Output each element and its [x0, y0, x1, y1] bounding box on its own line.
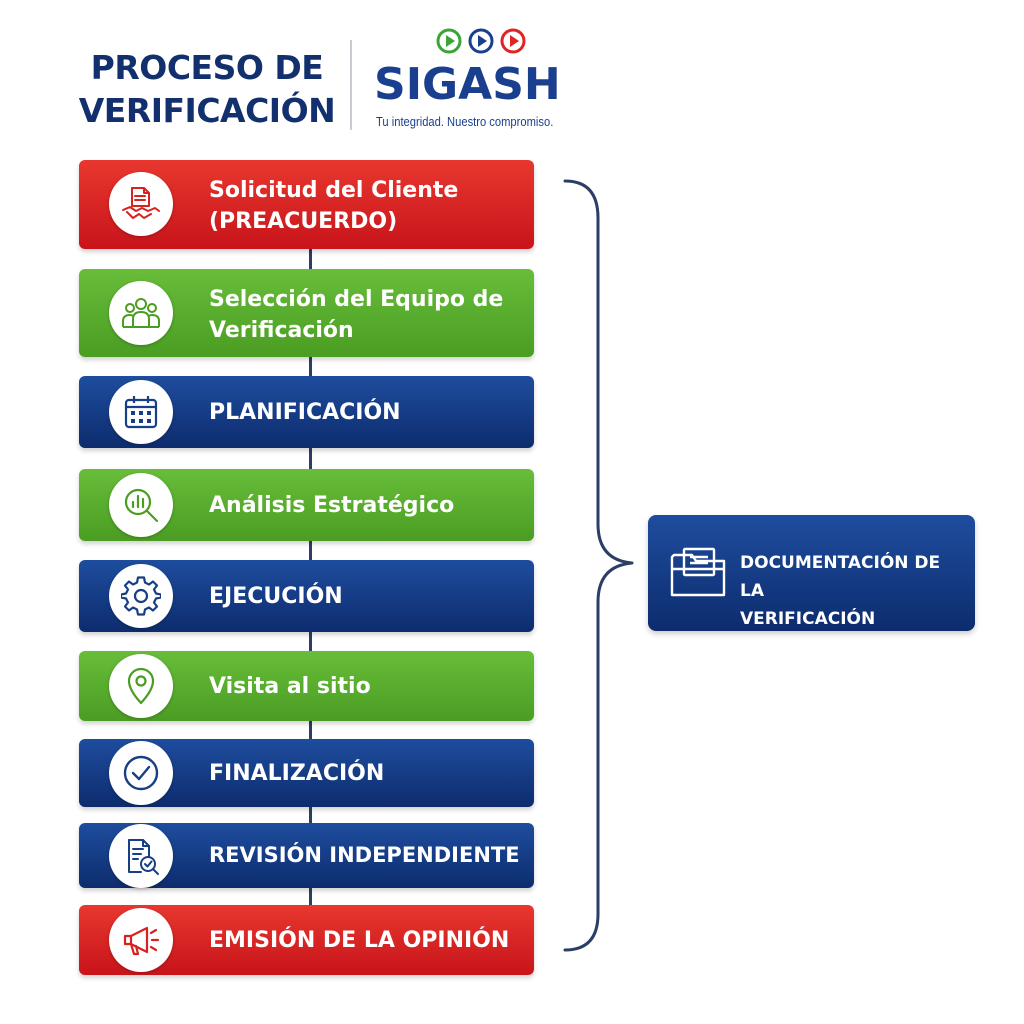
gear-icon: [109, 564, 173, 628]
step-ejecucion: EJECUCIÓN: [79, 560, 534, 632]
folder-icon: [670, 547, 726, 597]
step-label: Visita al sitio: [209, 674, 371, 699]
step-revision-independiente: REVISIÓN INDEPENDIENTE: [79, 823, 534, 888]
step-label: EJECUCIÓN: [209, 584, 343, 609]
location-pin-icon: [109, 654, 173, 718]
step-solicitud-del-cliente: Solicitud del Cliente (PREACUERDO): [79, 160, 534, 249]
logo-text: SIGASH: [374, 59, 561, 110]
curly-bracket: [563, 179, 634, 952]
step-emision-de-la-opinion: EMISIÓN DE LA OPINIÓN: [79, 905, 534, 975]
logo-tagline: Tu integridad. Nuestro compromiso.: [376, 114, 554, 129]
step-label: Selección del Equipo de Verificación: [209, 287, 504, 343]
step-seleccion-del-equipo: Selección del Equipo de Verificación: [79, 269, 534, 357]
play-icons: [436, 28, 526, 54]
step-label: Solicitud del Cliente (PREACUERDO): [209, 178, 459, 234]
megaphone-icon: [109, 908, 173, 972]
page-title: PROCESO DE VERIFICACIÓN: [78, 48, 336, 130]
check-circle-icon: [109, 741, 173, 805]
chart-magnifier-icon: [109, 473, 173, 537]
handshake-document-icon: [109, 172, 173, 236]
step-label: Análisis Estratégico: [209, 493, 455, 518]
step-label: PLANIFICACIÓN: [209, 400, 401, 425]
documentation-label: DOCUMENTACIÓN DE LA VERIFICACIÓN: [740, 553, 941, 629]
sigash-logo: SIGASH Tu integridad. Nuestro compromiso…: [374, 28, 561, 132]
step-label: FINALIZACIÓN: [209, 761, 385, 786]
calendar-icon: [109, 380, 173, 444]
step-planificacion: PLANIFICACIÓN: [79, 376, 534, 448]
step-label: EMISIÓN DE LA OPINIÓN: [209, 928, 510, 953]
step-finalizacion: FINALIZACIÓN: [79, 739, 534, 807]
step-visita-al-sitio: Visita al sitio: [79, 651, 534, 721]
header-divider: [350, 40, 352, 130]
document-review-icon: [109, 823, 173, 888]
documentation-box: DOCUMENTACIÓN DE LA VERIFICACIÓN: [648, 515, 975, 631]
step-label: REVISIÓN INDEPENDIENTE: [209, 843, 520, 867]
step-analisis-estrategico: Análisis Estratégico: [79, 469, 534, 541]
team-icon: [109, 281, 173, 345]
